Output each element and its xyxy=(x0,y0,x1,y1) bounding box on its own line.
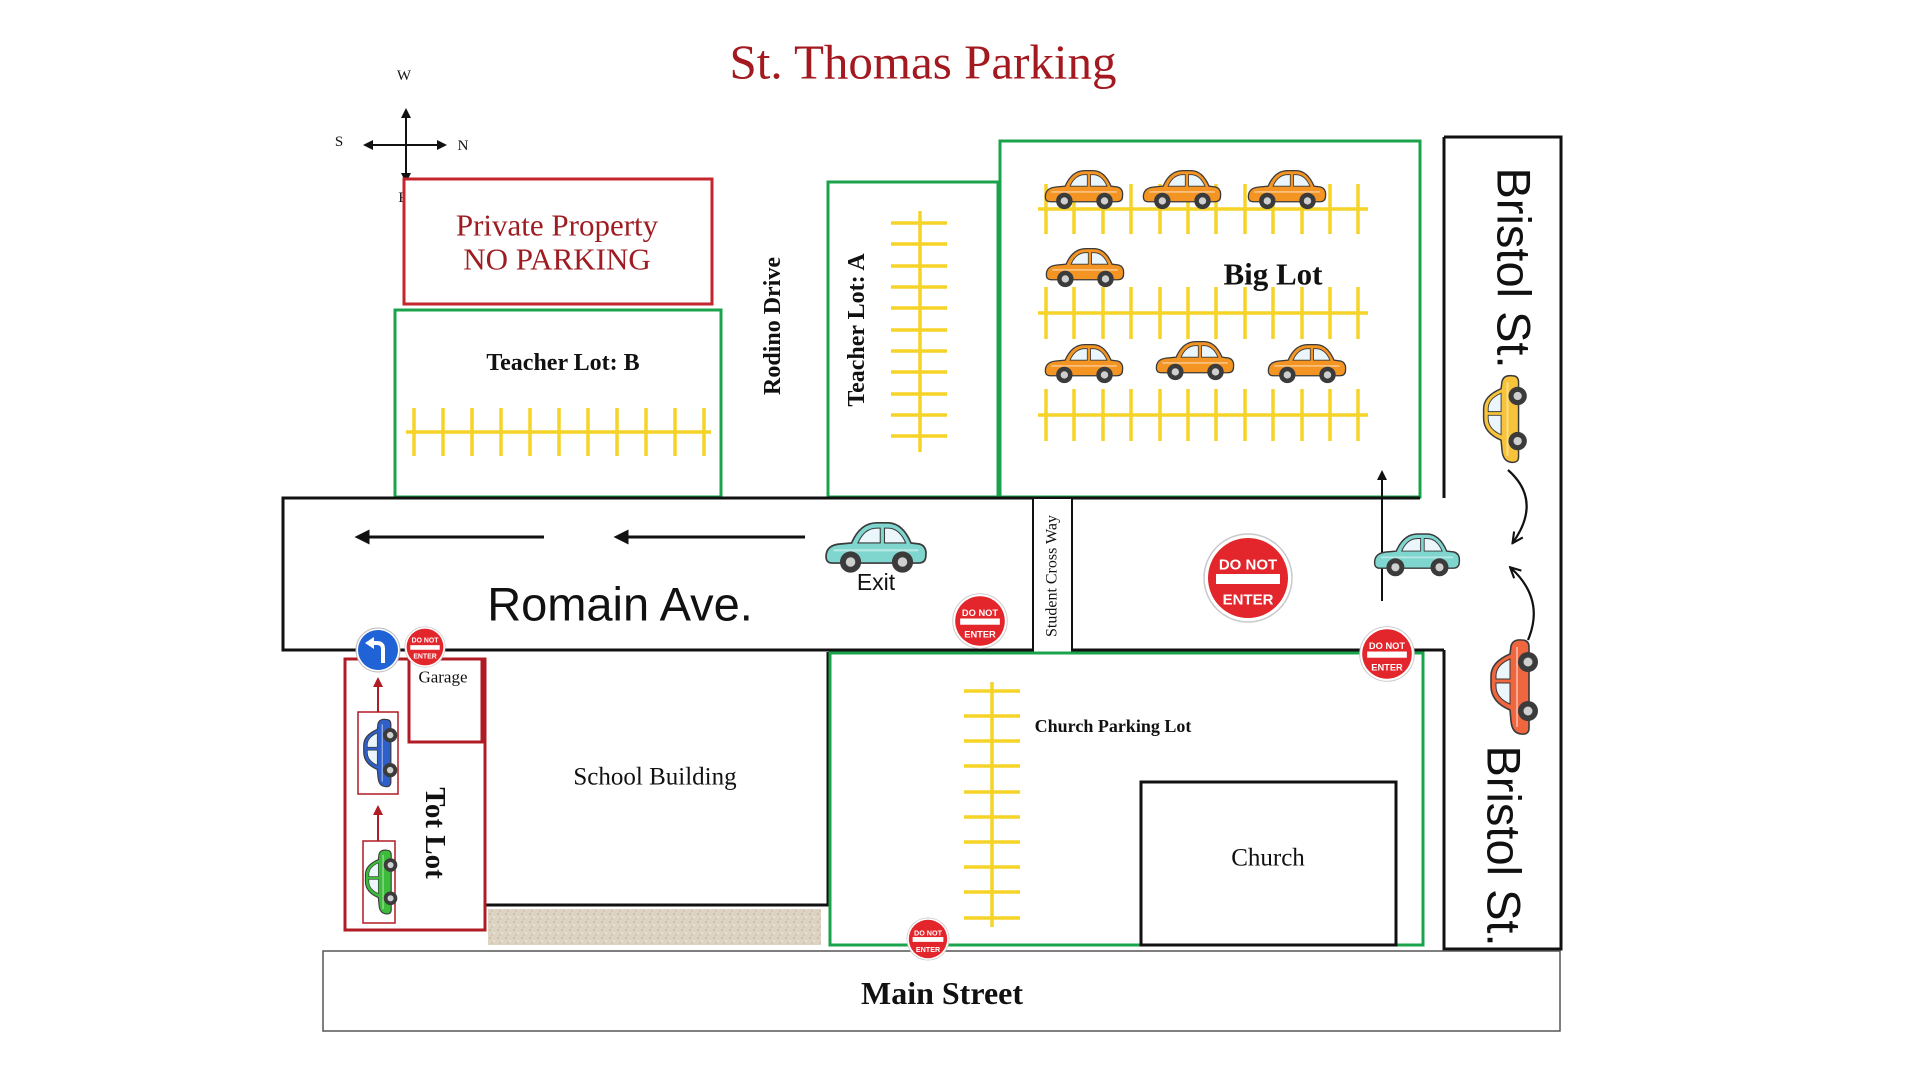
no-parking-label: NO PARKING xyxy=(463,242,650,277)
private-property-area: Private Property NO PARKING xyxy=(402,177,714,306)
map-title: St. Thomas Parking xyxy=(729,35,1116,90)
car-icon xyxy=(1482,374,1528,464)
compass-label-north: N xyxy=(458,138,469,154)
student-cross-way-box xyxy=(1032,497,1073,654)
sign-text-line2: ENTER xyxy=(916,945,941,954)
bristol-st-label-top: Bristol St. xyxy=(1488,167,1541,368)
do-not-enter-sign-icon: DO NOT ENTER xyxy=(906,917,950,961)
church-parking-lot-label: Church Parking Lot xyxy=(1035,716,1192,736)
private-property-label: Private Property xyxy=(456,208,659,243)
school-building-outline xyxy=(485,652,830,907)
sign-text-line2: ENTER xyxy=(413,654,436,661)
direction-arrow-icon xyxy=(1512,569,1535,641)
do-not-enter-sign-icon: DO NOT ENTER xyxy=(952,593,1008,649)
gravel-strip xyxy=(488,909,821,945)
bristol-st-label-bottom: Bristol St. xyxy=(1478,745,1531,946)
teacher-lot-b-label: Teacher Lot: B xyxy=(486,350,639,376)
do-not-enter-sign-icon: DO NOT ENTER xyxy=(1203,533,1293,623)
road-outline xyxy=(281,496,1444,652)
parking-stripes-row-3 xyxy=(1038,389,1368,441)
church-parking-lot: Church Parking Lot Church xyxy=(828,651,1425,947)
parking-stripes-row-2 xyxy=(1038,287,1368,339)
sign-text-line1: DO NOT xyxy=(914,928,943,937)
compass-label-west: W xyxy=(397,68,412,84)
sign-text-line1: DO NOT xyxy=(1219,557,1277,574)
sign-text-line1: DO NOT xyxy=(962,608,998,618)
sign-text-line2: ENTER xyxy=(964,630,996,640)
turn-left-sign-icon xyxy=(355,627,401,673)
teacher-lot-b-box xyxy=(393,308,723,499)
do-not-enter-sign-icon: DO NOT ENTER xyxy=(404,626,446,668)
car-icon xyxy=(1373,532,1461,578)
sign-text-line2: ENTER xyxy=(1223,592,1274,609)
teacher-lot-b: Teacher Lot: B xyxy=(393,308,723,499)
school-building-label: School Building xyxy=(573,764,737,791)
sign-text-line1: DO NOT xyxy=(1369,641,1405,651)
main-street-road xyxy=(322,950,1561,1032)
car-icon xyxy=(1489,638,1540,736)
church-label: Church xyxy=(1231,845,1305,872)
teacher-lot-a: Teacher Lot: A xyxy=(826,180,1000,499)
big-lot-label: Big Lot xyxy=(1223,257,1323,292)
tot-lot-label: Tot Lot xyxy=(419,787,451,879)
romain-ave-road: Romain Ave. Exit Student Cross Way xyxy=(281,496,1444,654)
bristol-st: Bristol St. Bristol St. xyxy=(1442,135,1563,951)
sign-text-line1: DO NOT xyxy=(412,638,440,645)
student-cross-way-label: Student Cross Way xyxy=(1044,515,1061,637)
rodino-drive-label: Rodino Drive xyxy=(760,257,786,395)
main-street: Main Street xyxy=(322,950,1561,1032)
parking-stripes xyxy=(406,408,711,456)
do-not-enter-sign-icon: DO NOT ENTER xyxy=(1359,626,1415,682)
garage-box xyxy=(407,657,484,744)
school-building: School Building xyxy=(485,652,830,945)
parking-stripes xyxy=(964,682,1020,927)
teacher-lot-a-label: Teacher Lot: A xyxy=(844,253,870,407)
big-lot: Big Lot xyxy=(998,139,1422,499)
private-property-box xyxy=(402,177,714,306)
tot-lot: Garage Tot Lot xyxy=(343,657,487,932)
parking-stripes xyxy=(891,211,947,452)
compass-label-south: S xyxy=(335,134,343,150)
exit-label: Exit xyxy=(857,569,896,595)
car-icon xyxy=(824,521,928,574)
direction-arrow-icon xyxy=(1507,469,1528,541)
romain-ave-label: Romain Ave. xyxy=(487,578,753,631)
church-building xyxy=(1139,780,1398,947)
sign-text-line2: ENTER xyxy=(1371,663,1403,673)
main-street-label: Main Street xyxy=(861,975,1023,1011)
garage-label: Garage xyxy=(418,668,467,687)
bristol-st-outline xyxy=(1442,135,1563,951)
teacher-lot-a-box xyxy=(826,180,1000,499)
